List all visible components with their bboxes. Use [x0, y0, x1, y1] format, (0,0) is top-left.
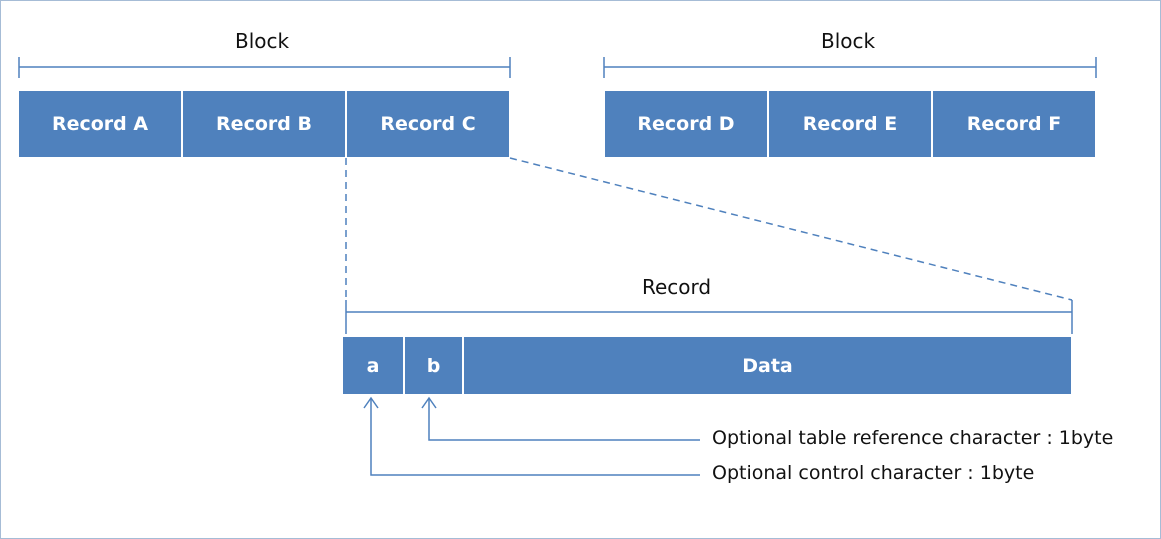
arrow-b-head — [421, 396, 437, 409]
annotation-a-text: Optional control character : 1byte — [712, 462, 1035, 484]
record-label: Record — [642, 275, 712, 299]
field-b-cell: b — [405, 337, 462, 394]
record-f-cell: Record F — [933, 91, 1095, 157]
arrow-a-line — [370, 399, 700, 476]
annotation-b-text: Optional table reference character : 1by… — [712, 427, 1114, 449]
block-right-label: Block — [821, 29, 876, 53]
record-c-cell: Record C — [347, 91, 509, 157]
record-d-cell: Record D — [605, 91, 767, 157]
record-b-cell: Record B — [183, 91, 345, 157]
block-left-label: Block — [235, 29, 290, 53]
field-a-cell: a — [343, 337, 403, 394]
arrow-a-head — [363, 396, 379, 409]
field-data-cell: Data — [464, 337, 1071, 394]
arrow-b-line — [428, 399, 700, 441]
record-a-cell: Record A — [19, 91, 181, 157]
zoom-line-right — [509, 157, 1073, 301]
record-e-cell: Record E — [769, 91, 931, 157]
